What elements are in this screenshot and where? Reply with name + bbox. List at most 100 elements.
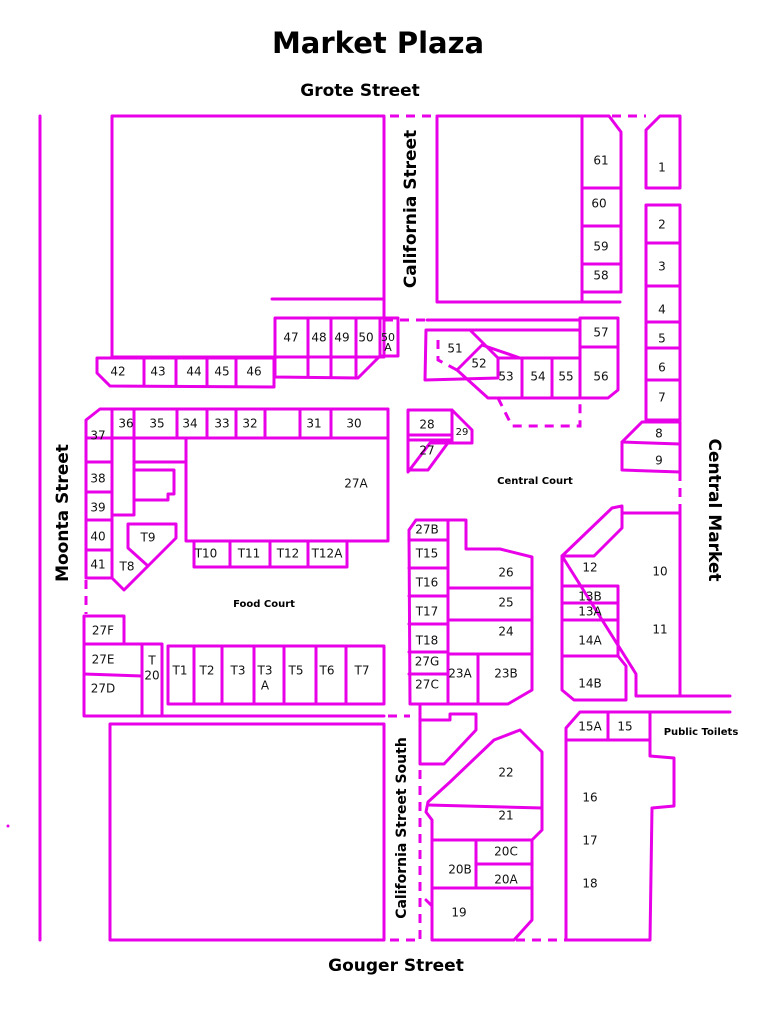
shop-label[interactable]: T12 [276, 547, 300, 561]
shop-label[interactable]: 21 [498, 809, 513, 823]
shop-label[interactable]: 3 [658, 260, 666, 274]
shop-label[interactable]: T6 [319, 664, 335, 678]
shop-label[interactable]: 28 [419, 418, 434, 432]
shop-label[interactable]: T7 [354, 664, 370, 678]
shop-label[interactable]: 1 [658, 161, 666, 175]
shop-label[interactable]: 22 [498, 766, 513, 780]
shop-label[interactable]: 60 [591, 197, 606, 211]
shop-label[interactable]: 5 [658, 332, 666, 346]
shop-label[interactable]: 10 [652, 565, 667, 579]
shop-label[interactable]: A [261, 679, 270, 693]
shop-label[interactable]: 37 [90, 429, 105, 443]
shop-label[interactable]: 23B [494, 667, 518, 681]
shop-label[interactable]: T1 [172, 664, 188, 678]
shop-label[interactable]: T11 [237, 547, 261, 561]
shop-label[interactable]: 50 [381, 331, 395, 344]
street-california-south: California Street South [394, 737, 410, 919]
shop-label[interactable]: 40 [90, 530, 105, 544]
shop-label[interactable]: 31 [306, 417, 321, 431]
shop-label[interactable]: 41 [90, 558, 105, 572]
shop-label[interactable]: 14B [578, 677, 602, 691]
shop-label[interactable]: 4 [658, 303, 666, 317]
shop-label[interactable]: 43 [150, 365, 165, 379]
walkway-dashes [84, 114, 682, 942]
shop-label[interactable]: 50 [358, 331, 373, 345]
shop-label[interactable]: 17 [582, 834, 597, 848]
shop-label[interactable]: T9 [140, 531, 156, 545]
shop-label[interactable]: T15 [415, 547, 439, 561]
shop-label[interactable]: 38 [90, 472, 105, 486]
shop-label[interactable]: T3 [257, 664, 273, 678]
shop-label[interactable]: T2 [199, 664, 215, 678]
shop-label[interactable]: 46 [246, 365, 261, 379]
shop-label[interactable]: 20 [144, 669, 159, 683]
shop-label[interactable]: 30 [346, 417, 361, 431]
shop-label[interactable]: 35 [149, 417, 164, 431]
shop-label[interactable]: 33 [214, 417, 229, 431]
shop-label[interactable]: 7 [658, 391, 666, 405]
shop-label[interactable]: T [147, 654, 156, 668]
shop-label[interactable]: 42 [110, 365, 125, 379]
shop-label[interactable]: 51 [447, 342, 462, 356]
shop-label[interactable]: 32 [242, 417, 257, 431]
shop-label[interactable]: 36 [118, 417, 133, 431]
street-grote: Grote Street [300, 81, 420, 101]
shop-label[interactable]: 56 [593, 370, 608, 384]
shop-label[interactable]: T3 [230, 664, 246, 678]
shop-label[interactable]: 27E [92, 653, 115, 667]
shop-label[interactable]: 52 [471, 357, 486, 371]
shop-label[interactable]: 27D [91, 682, 116, 696]
shop-label[interactable]: 48 [311, 331, 326, 345]
shop-label[interactable]: A [384, 341, 392, 354]
shop-label[interactable]: 13B [578, 590, 602, 604]
shop-label[interactable]: 27G [415, 655, 440, 669]
shop-label[interactable]: 47 [283, 331, 298, 345]
shop-label[interactable]: T10 [194, 547, 218, 561]
shop-label[interactable]: 14A [578, 634, 602, 648]
shop-label[interactable]: T17 [415, 605, 439, 619]
shop-label[interactable]: T16 [415, 576, 439, 590]
shop-label[interactable]: 16 [582, 791, 597, 805]
shop-label[interactable]: 39 [90, 501, 105, 515]
shop-label[interactable]: 45 [214, 365, 229, 379]
shop-label[interactable]: 34 [182, 417, 197, 431]
shop-label[interactable]: 15 [617, 720, 632, 734]
shop-label[interactable]: 13A [578, 605, 602, 619]
shop-label[interactable]: 12 [582, 561, 597, 575]
shop-label[interactable]: 20B [448, 863, 472, 877]
shop-label[interactable]: 27B [415, 523, 439, 537]
shop-label[interactable]: 18 [582, 877, 597, 891]
shop-label[interactable]: 27A [344, 477, 368, 491]
shop-label[interactable]: 61 [593, 154, 608, 168]
shop-label[interactable]: 44 [186, 365, 201, 379]
shop-label[interactable]: 19 [451, 906, 466, 920]
shop-label[interactable]: 54 [530, 370, 545, 384]
shop-label[interactable]: 58 [593, 269, 608, 283]
shop-label[interactable]: 55 [558, 370, 573, 384]
shop-label[interactable]: 29 [456, 427, 469, 438]
shop-label[interactable]: 24 [498, 625, 513, 639]
shop-label[interactable]: 25 [498, 596, 513, 610]
shop-label[interactable]: 15A [578, 720, 602, 734]
shop-label[interactable]: 11 [652, 623, 667, 637]
shop-label[interactable]: 26 [498, 566, 513, 580]
shop-label[interactable]: 27F [92, 624, 114, 638]
shop-label[interactable]: 53 [498, 370, 513, 384]
shop-label[interactable]: T18 [415, 634, 439, 648]
shop-label[interactable]: 2 [658, 218, 666, 232]
shop-label[interactable]: 27C [415, 678, 439, 692]
shop-label[interactable]: 8 [655, 427, 663, 441]
shop-label[interactable]: 57 [593, 326, 608, 340]
shop-label[interactable]: 49 [334, 331, 349, 345]
shop-label[interactable]: 59 [593, 240, 608, 254]
shop-label[interactable]: 27 [419, 444, 434, 458]
shop-label[interactable]: T12A [311, 547, 344, 561]
shop-label[interactable]: T5 [288, 664, 304, 678]
shop-label[interactable]: 6 [658, 361, 666, 375]
shop-label[interactable]: 23A [448, 667, 472, 681]
shop-label[interactable]: T8 [119, 560, 135, 574]
shop-label[interactable]: 20A [494, 873, 518, 887]
shop-label[interactable]: 20C [494, 845, 518, 859]
shop-label[interactable]: 9 [655, 454, 663, 468]
